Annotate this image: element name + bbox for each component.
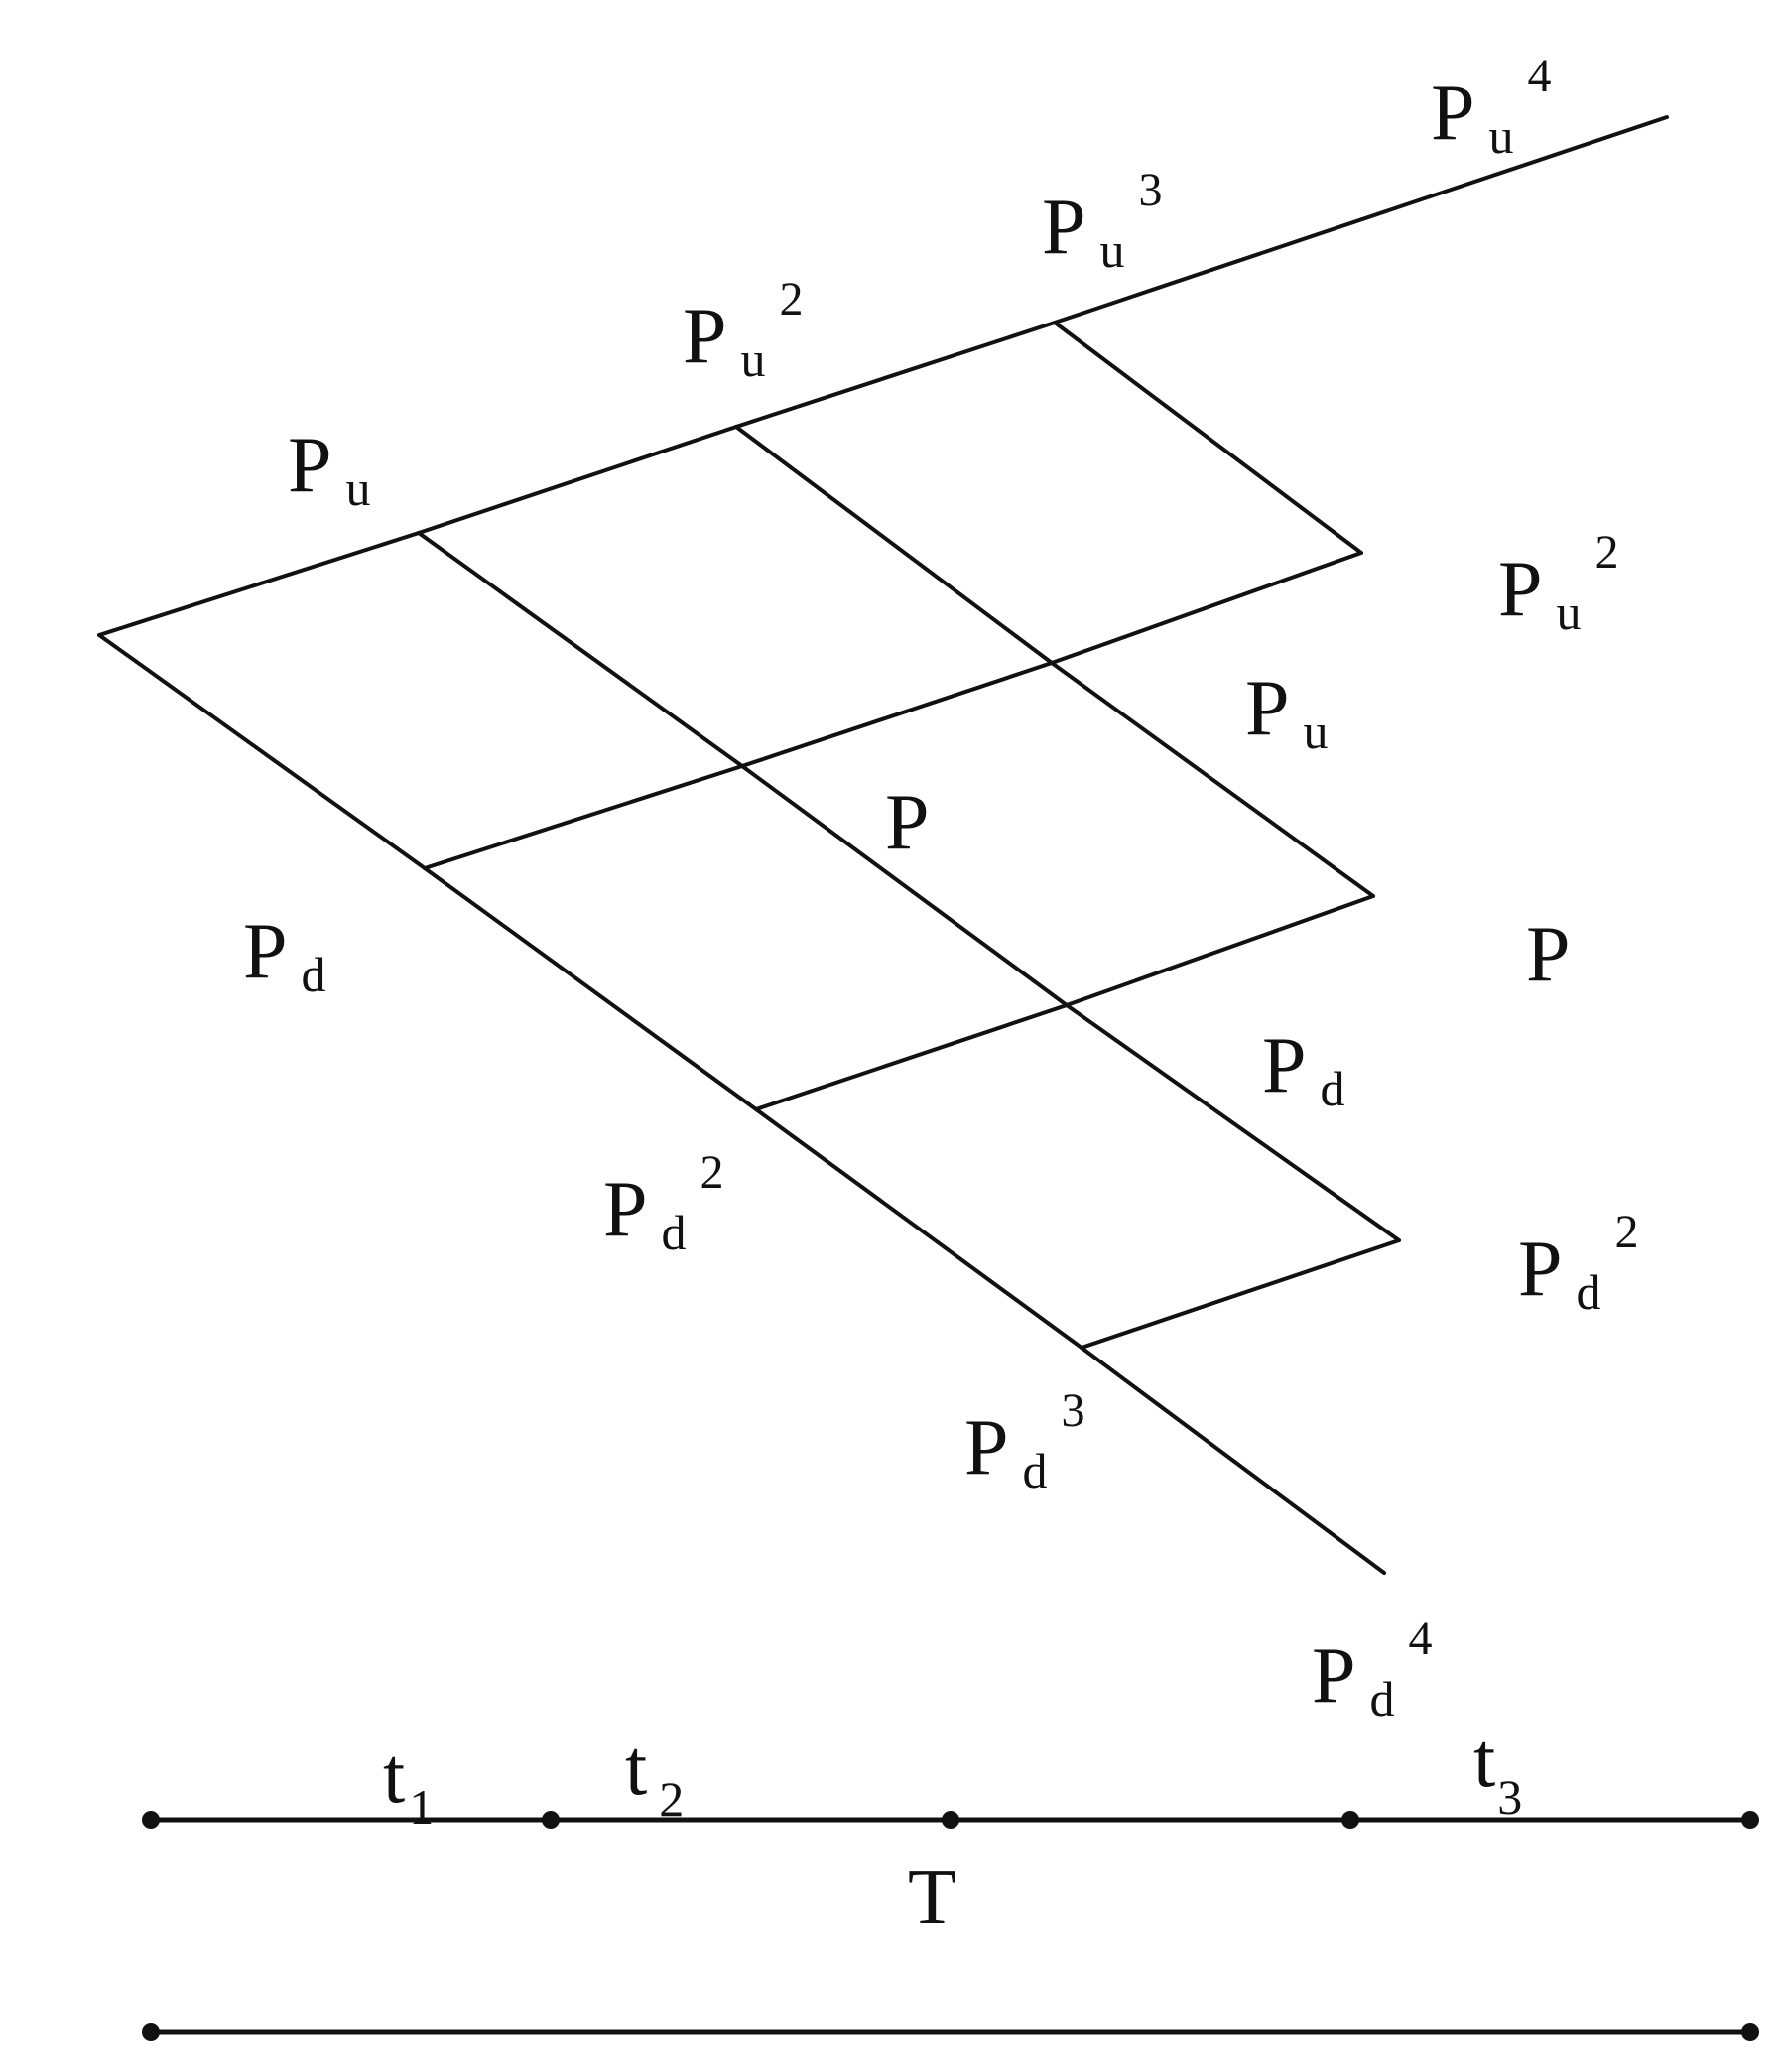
- lattice-edge-n0-n1u: [97, 531, 421, 637]
- total-period-tick: [1741, 2023, 1759, 2041]
- lattice-edge-n2uu-n3u3: [734, 321, 1057, 429]
- segment-label-3: t3: [1473, 1717, 1522, 1825]
- lattice-edge-n3d1-n4d2: [1065, 1003, 1401, 1242]
- total-period-tick: [142, 2023, 160, 2041]
- timeline-tick: [542, 1811, 560, 1829]
- lattice-edge-n2dd-n3d3: [754, 1107, 1083, 1350]
- lattice-edge-n3d3-n4d2: [1080, 1238, 1401, 1350]
- lattice-edge-n2ud-n3u1: [740, 661, 1054, 768]
- timeline-tick: [1741, 1811, 1759, 1829]
- lattice-edge-n3u3-n4u4: [1053, 115, 1669, 324]
- timeline-tick: [142, 1811, 160, 1829]
- node-label-n2ud: P: [885, 779, 930, 866]
- lattice-edge-n1d-n2dd: [423, 866, 758, 1111]
- lattice-edge-n2dd-n3d1: [754, 1003, 1069, 1111]
- lattice-edge-n1d-n2ud: [423, 764, 744, 870]
- lattice-edge-n3d3-n4d4: [1080, 1346, 1386, 1575]
- lattice-edge-n1u-n2ud: [417, 531, 744, 768]
- lattice-edge-n1u-n2uu: [417, 425, 738, 535]
- lattice-edge-n3u3-n4u2: [1053, 321, 1363, 555]
- lattice-edge-n0-n1d: [97, 633, 427, 870]
- lattice-edge-n2ud-n3d1: [740, 764, 1069, 1007]
- lattice-edge-n2uu-n3u1: [734, 425, 1054, 665]
- timeline-tick: [942, 1811, 959, 1829]
- total-period-label: T: [908, 1854, 956, 1941]
- lattice-edge-n3d1-n4p: [1065, 894, 1375, 1007]
- segment-label-1: t1: [383, 1733, 434, 1835]
- lattice-edges: [97, 115, 1669, 1575]
- lattice-edge-n3u1-n4u2: [1050, 551, 1363, 665]
- timeline-tick: [1341, 1811, 1359, 1829]
- lattice-edge-n3u1-n4p: [1050, 661, 1375, 898]
- node-label-n4p: P: [1526, 911, 1571, 998]
